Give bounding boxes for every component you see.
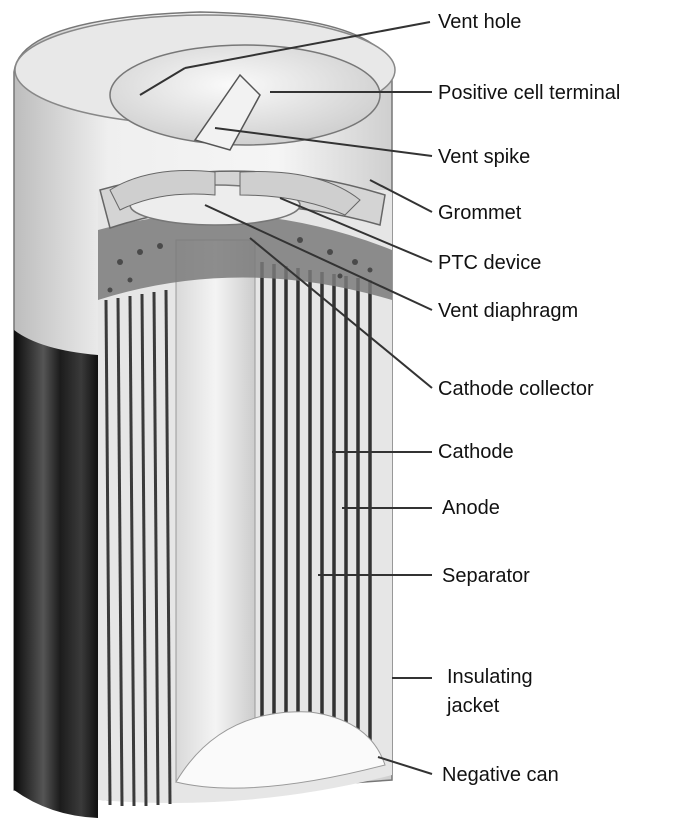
label-vent-spike: Vent spike	[438, 146, 530, 168]
battery-body	[14, 12, 395, 818]
label-ptc-device: PTC device	[438, 252, 541, 274]
label-separator: Separator	[442, 565, 530, 587]
label-cathode: Cathode	[438, 441, 514, 463]
label-anode: Anode	[442, 497, 500, 519]
label-cathode-collector: Cathode collector	[438, 378, 594, 400]
label-negative-can: Negative can	[442, 764, 559, 786]
label-insulating-jacket-line2: jacket	[446, 695, 500, 717]
label-grommet: Grommet	[438, 202, 522, 224]
central-core	[176, 240, 255, 782]
label-positive-cell-terminal: Positive cell terminal	[438, 82, 620, 104]
label-vent-diaphragm: Vent diaphragm	[438, 300, 578, 322]
label-vent-hole: Vent hole	[438, 11, 521, 33]
labels: Vent hole Positive cell terminal Vent sp…	[438, 11, 620, 786]
label-insulating-jacket-line1: Insulating	[447, 666, 533, 688]
jacket-dark-band	[14, 330, 98, 818]
